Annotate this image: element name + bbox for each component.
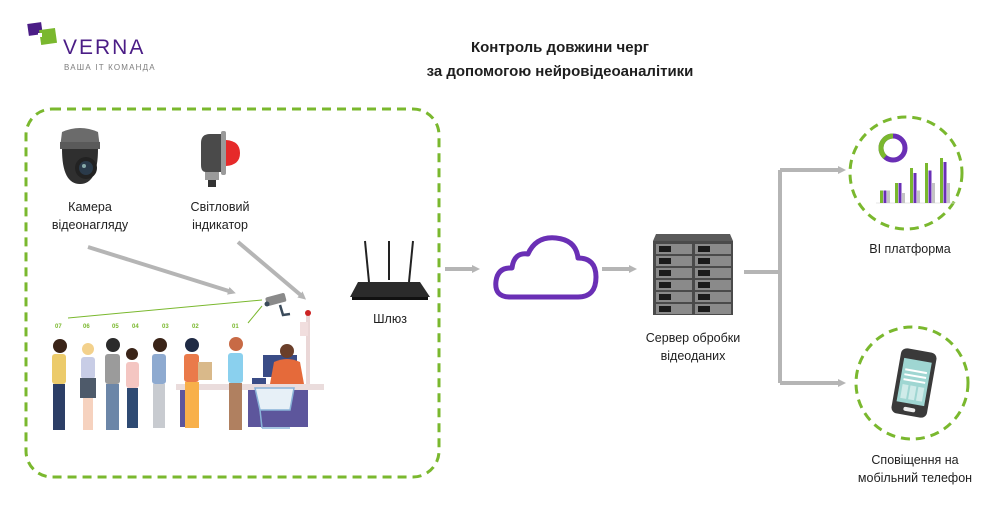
bi-label: BI платформа bbox=[869, 242, 951, 256]
bi-icon-bar bbox=[932, 183, 935, 203]
server-unit bbox=[695, 268, 731, 278]
store-camera-icon bbox=[264, 293, 291, 317]
mobile-label-line-2: мобільний телефон bbox=[857, 471, 973, 485]
cashier-figure bbox=[270, 344, 304, 384]
bi-icon-bar bbox=[913, 173, 917, 203]
title-line-2: за допомогою нейровідеоаналітики bbox=[426, 63, 694, 80]
indicator-label-line-2: індикатор bbox=[192, 218, 248, 232]
bi-icon-bar bbox=[887, 190, 890, 203]
server-unit-slot bbox=[698, 258, 710, 264]
bi-icon-bar bbox=[940, 158, 943, 203]
server-unit bbox=[656, 244, 692, 254]
indicator-label-line-1: Світловий bbox=[190, 200, 250, 214]
server-unit-slot bbox=[698, 246, 710, 252]
server-unit-slot bbox=[659, 306, 671, 312]
logo-mark-icon bbox=[27, 22, 58, 46]
page-title: Контроль довжини черг за допомогою нейро… bbox=[380, 36, 740, 84]
bi-icon-bar bbox=[928, 170, 932, 203]
server-unit-slot bbox=[698, 270, 710, 276]
server-unit bbox=[695, 256, 731, 266]
bi-icon-bar bbox=[895, 183, 898, 203]
server-unit-slot bbox=[659, 258, 671, 264]
camera-label: Камера відеонагляду bbox=[40, 198, 140, 234]
smartphone-icon bbox=[891, 348, 937, 418]
person-06 bbox=[80, 343, 96, 430]
server-unit bbox=[695, 244, 731, 254]
cloud-icon bbox=[493, 235, 599, 300]
mobile-label-line-1: Сповіщення на bbox=[871, 453, 959, 467]
mobile-circle-border bbox=[854, 325, 970, 441]
server-unit bbox=[656, 256, 692, 266]
queue-position-label: 01 bbox=[232, 324, 239, 330]
local-zone-border bbox=[24, 107, 441, 479]
counter-pole bbox=[300, 310, 311, 385]
server-unit-slot bbox=[659, 294, 671, 300]
arrow-indicator-to-store bbox=[236, 240, 307, 300]
indicator-label: Світловий індикатор bbox=[170, 198, 270, 234]
light-indicator-icon bbox=[201, 131, 240, 187]
server-unit bbox=[695, 292, 731, 302]
mobile-label: Сповіщення на мобільний телефон bbox=[840, 451, 990, 487]
server-unit bbox=[656, 292, 692, 302]
server-label-line-1: Сервер обробки bbox=[645, 331, 741, 345]
bi-icon-bar bbox=[943, 162, 947, 203]
server-unit-slot bbox=[698, 282, 710, 288]
queue-people bbox=[52, 337, 243, 430]
bi-circle-border bbox=[848, 115, 964, 231]
camera-view-line bbox=[247, 305, 263, 324]
person-05 bbox=[105, 338, 120, 430]
server-rack-icon bbox=[653, 234, 733, 315]
server-unit-slot bbox=[698, 294, 710, 300]
person-03 bbox=[152, 338, 167, 428]
server-unit bbox=[695, 304, 731, 314]
bi-icon-bar bbox=[880, 190, 883, 203]
server-label: Сервер обробки відеоданих bbox=[628, 329, 758, 365]
server-unit bbox=[695, 280, 731, 290]
bi-chart-icon bbox=[876, 133, 955, 204]
queue-position-label: 03 bbox=[162, 324, 169, 330]
camera-label-line-2: відеонагляду bbox=[51, 218, 129, 232]
gateway-label: Шлюз bbox=[373, 312, 407, 326]
server-unit bbox=[656, 280, 692, 290]
branch-connector bbox=[744, 170, 782, 383]
bi-icon-bar bbox=[925, 163, 928, 203]
server-unit-slot bbox=[659, 246, 671, 252]
bi-icon-bar bbox=[898, 183, 902, 203]
server-unit-slot bbox=[659, 282, 671, 288]
server-label-line-2: відеоданих bbox=[660, 349, 726, 363]
person-01 bbox=[228, 337, 243, 430]
dome-camera-icon bbox=[60, 128, 100, 184]
camera-label-line-1: Камера bbox=[68, 200, 112, 214]
server-unit bbox=[656, 304, 692, 314]
shopping-cart bbox=[254, 387, 295, 429]
queue-position-label: 07 bbox=[55, 324, 62, 330]
queue-position-label: 05 bbox=[112, 324, 119, 330]
queue-position-label: 06 bbox=[83, 324, 90, 330]
queue-position-label: 04 bbox=[132, 324, 139, 330]
router-icon bbox=[350, 240, 430, 300]
bi-icon-bar bbox=[947, 183, 950, 203]
bi-icon-bar bbox=[883, 190, 887, 203]
camera-view-line bbox=[67, 299, 263, 319]
person-04 bbox=[126, 348, 139, 428]
server-unit bbox=[656, 268, 692, 278]
server-unit-slot bbox=[698, 306, 710, 312]
bi-icon-bar bbox=[902, 193, 905, 203]
title-line-1: Контроль довжини черг bbox=[470, 39, 650, 56]
person-07 bbox=[52, 339, 67, 430]
logo-name: VERNA bbox=[63, 36, 146, 59]
bi-icon-bar bbox=[917, 190, 920, 203]
queue-position-label: 02 bbox=[192, 324, 199, 330]
person-02 bbox=[184, 338, 212, 428]
logo-tagline: ВАША IT КОМАНДА bbox=[64, 63, 156, 72]
arrow-camera-to-store bbox=[87, 245, 236, 295]
bi-icon-bar bbox=[910, 168, 913, 203]
server-unit-slot bbox=[659, 270, 671, 276]
